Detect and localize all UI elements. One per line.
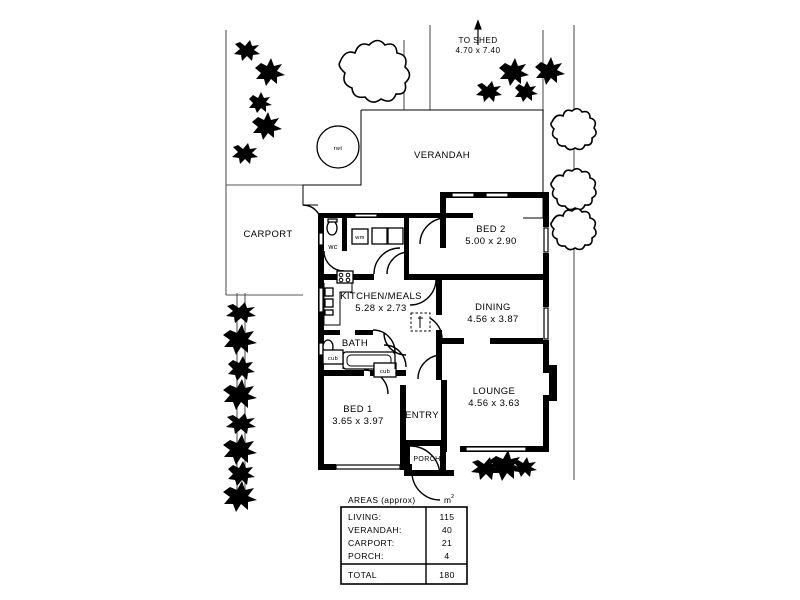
porch-label: PORCH [413, 456, 440, 463]
kitchen-meals-label: KITCHEN/MEALS [340, 291, 422, 302]
cupboard-2-label: cub [380, 369, 390, 375]
tree-group-right [550, 107, 597, 251]
entry-label: ENTRY [405, 410, 439, 421]
rainwater-tank: rwt [316, 125, 360, 169]
cupboard-1-label: cub [328, 356, 338, 362]
kitchen-meals-dimensions: 5.28 x 2.73 [355, 303, 406, 314]
lounge-dimensions: 4.56 x 3.63 [468, 398, 519, 409]
areas-table-header-unit: m [444, 495, 451, 505]
lounge-label: LOUNGE [473, 386, 516, 397]
area-row-label-2: CARPORT: [348, 538, 395, 548]
dining-label: DINING [475, 302, 511, 313]
cupboard-2 [373, 362, 397, 378]
area-row-label-1: VERANDAH: [348, 525, 402, 535]
rwt-label: rwt [334, 146, 343, 152]
to-shed-label: TO SHED [458, 36, 497, 45]
areas-table-header-unit-sup: 2 [451, 494, 455, 500]
tree-large-top [338, 39, 411, 103]
washing-machine-icon [351, 228, 369, 245]
to-shed-note: TO SHED 4.70 x 7.40 [456, 19, 501, 55]
bed-1-label: BED 1 [343, 404, 372, 415]
verandah-label: VERANDAH [414, 150, 470, 161]
fixtures [322, 218, 431, 378]
bed-2-label: BED 2 [476, 224, 505, 235]
bath-label: BATH [342, 338, 368, 349]
shrub-group [223, 40, 565, 512]
area-total-value: 180 [439, 570, 455, 580]
areas-table: AREAS (approx) m 2 LIVING: 115 VERANDAH:… [340, 494, 468, 585]
room-labels: CARPORT VERANDAH BED 2 5.00 x 2.90 DININ… [243, 150, 519, 463]
toilet-icon [326, 220, 338, 236]
areas-table-header-label: AREAS (approx) [348, 495, 416, 505]
area-row-label-3: PORCH: [348, 551, 384, 561]
area-total-label: TOTAL [348, 570, 377, 580]
dining-dimensions: 4.56 x 3.87 [467, 314, 518, 325]
area-row-value-0: 115 [440, 512, 455, 522]
area-row-value-3: 4 [444, 551, 449, 561]
wc-label: wc [327, 244, 337, 251]
bed-2-dimensions: 5.00 x 2.90 [465, 236, 516, 247]
carport-label: CARPORT [243, 229, 292, 240]
area-row-value-1: 40 [442, 525, 452, 535]
to-shed-dimensions: 4.70 x 7.40 [456, 46, 501, 55]
bed-1-dimensions: 3.65 x 3.97 [332, 416, 383, 427]
wm-label: wm [354, 235, 365, 241]
area-row-label-0: LIVING: [348, 512, 381, 522]
area-row-value-2: 21 [442, 538, 452, 548]
windows [318, 192, 549, 470]
